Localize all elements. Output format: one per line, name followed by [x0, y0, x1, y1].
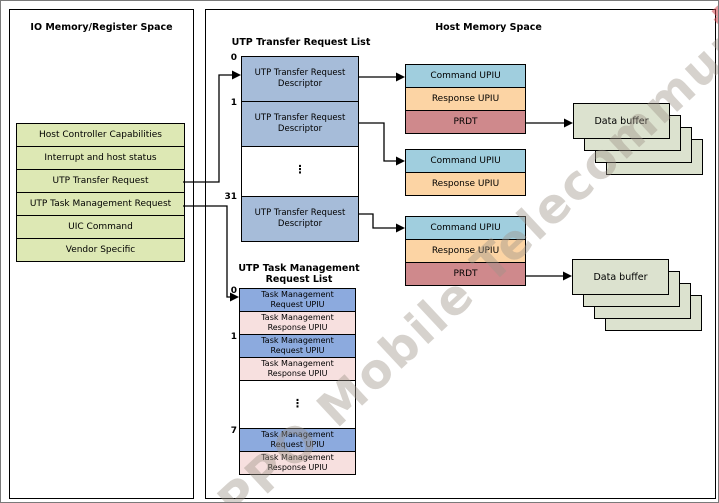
task-response-line2: Response UPIU — [267, 463, 328, 472]
task-index-7: 7 — [230, 426, 237, 436]
task-index-0: 0 — [230, 286, 237, 296]
task-request-line1: Task Management — [261, 290, 334, 299]
transfer-request-list: UTP Transfer Request Descriptor UTP Tran… — [241, 56, 359, 242]
task-response-line1: Task Management — [261, 359, 334, 368]
transfer-index-1: 1 — [230, 98, 237, 108]
task-index-1: 1 — [230, 332, 237, 342]
task-list-title: UTP Task Management Request List — [229, 263, 369, 285]
task-response-upiu-1: Task Management Response UPIU — [239, 357, 356, 381]
upiu-group-1: Command UPIU Response UPIU PRDT — [405, 64, 526, 134]
data-buffer-front: Data buffer — [573, 103, 670, 139]
task-request-line2: Request UPIU — [270, 300, 325, 309]
task-response-upiu-7: Task Management Response UPIU — [239, 451, 356, 475]
prdt: PRDT — [405, 110, 526, 134]
upiu-group-3: Command UPIU Response UPIU PRDT — [405, 216, 526, 286]
prdt: PRDT — [405, 262, 526, 286]
register-list: Host Controller Capabilities Interrupt a… — [16, 123, 185, 262]
register-vendor-specific: Vendor Specific — [16, 238, 185, 262]
transfer-index-31: 31 — [224, 192, 237, 202]
task-request-line1: Task Management — [261, 430, 334, 439]
command-upiu: Command UPIU — [405, 149, 526, 173]
response-upiu: Response UPIU — [405, 87, 526, 111]
task-list-ellipsis: ⋮ — [292, 397, 303, 410]
task-response-line1: Task Management — [261, 313, 334, 322]
task-management-request-list: Task Management Request UPIU Task Manage… — [239, 288, 356, 475]
task-response-line2: Response UPIU — [267, 323, 328, 332]
task-response-line1: Task Management — [261, 453, 334, 462]
transfer-list-ellipsis: ⋮ — [294, 163, 306, 176]
task-request-line2: Request UPIU — [270, 440, 325, 449]
transfer-descriptor-0: UTP Transfer Request Descriptor — [241, 56, 359, 102]
task-request-line1: Task Management — [261, 336, 334, 345]
task-list-title-line1: UTP Task Management — [238, 263, 360, 274]
transfer-list-title: UTP Transfer Request List — [231, 37, 371, 48]
task-list-title-line2: Request List — [265, 274, 333, 285]
task-response-upiu-0: Task Management Response UPIU — [239, 311, 356, 335]
register-interrupt-host-status: Interrupt and host status — [16, 146, 185, 170]
task-request-line2: Request UPIU — [270, 346, 325, 355]
transfer-descriptor-1: UTP Transfer Request Descriptor — [241, 101, 359, 147]
io-memory-space-box: IO Memory/Register Space Host Controller… — [9, 9, 194, 499]
io-space-title: IO Memory/Register Space — [30, 22, 173, 33]
task-request-upiu-7: Task Management Request UPIU — [239, 428, 356, 452]
host-space-title: Host Memory Space — [435, 22, 542, 33]
register-uic-command: UIC Command — [16, 215, 185, 239]
upiu-group-2: Command UPIU Response UPIU — [405, 149, 526, 196]
transfer-descriptor-31: UTP Transfer Request Descriptor — [241, 196, 359, 242]
response-upiu: Response UPIU — [405, 239, 526, 263]
task-request-upiu-0: Task Management Request UPIU — [239, 288, 356, 312]
task-request-upiu-1: Task Management Request UPIU — [239, 334, 356, 358]
data-buffer-front: Data buffer — [572, 259, 669, 295]
register-utp-transfer-request: UTP Transfer Request — [16, 169, 185, 193]
command-upiu: Command UPIU — [405, 64, 526, 88]
transfer-index-0: 0 — [230, 53, 237, 63]
task-response-line2: Response UPIU — [267, 369, 328, 378]
response-upiu: Response UPIU — [405, 172, 526, 196]
register-host-controller-capabilities: Host Controller Capabilities — [16, 123, 185, 147]
command-upiu: Command UPIU — [405, 216, 526, 240]
register-utp-task-management-request: UTP Task Management Request — [16, 192, 185, 216]
